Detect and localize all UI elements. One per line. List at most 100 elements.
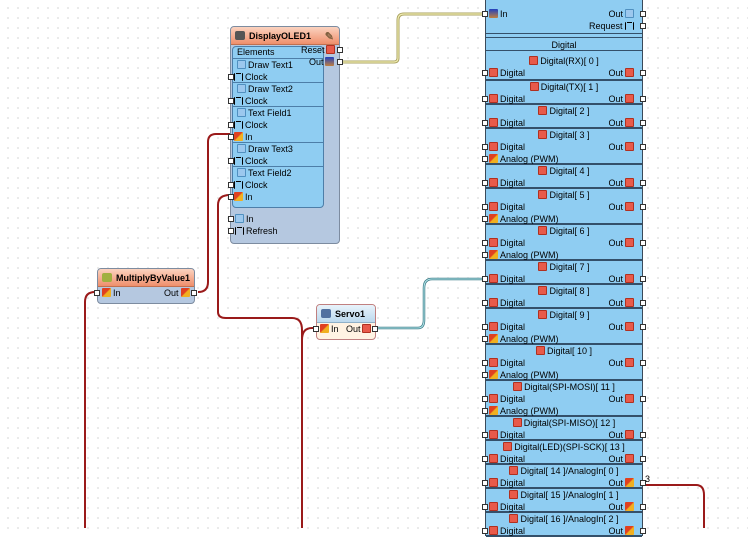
multiply-out-pin[interactable] [191,290,197,296]
wire-oled-i2c[interactable] [343,12,486,64]
refresh-pin[interactable] [228,228,234,234]
channel-out-pin[interactable] [640,240,646,246]
multiply-title-bar[interactable]: MultiplyByValue1 [98,269,194,287]
i2c-out-pin[interactable] [640,11,646,17]
channel-out-pin[interactable] [640,70,646,76]
channel-digital-in-pin[interactable] [482,504,488,510]
channel-analog-in-pin[interactable] [482,252,488,258]
channel-out-pin[interactable] [640,360,646,366]
channel-digital-in-pin[interactable] [482,456,488,462]
channel-out-pin[interactable] [640,456,646,462]
channel-analog-in-pin[interactable] [482,408,488,414]
servo-component[interactable]: Servo1 In Out [313,304,378,340]
channel-out-pin[interactable] [640,504,646,510]
wire-textfield2-servo[interactable] [217,194,303,528]
channel-digital-in-pin[interactable] [482,480,488,486]
channel-digital-in-pin[interactable] [482,300,488,306]
channel-out-label: Out [608,393,636,405]
element-clock-pin[interactable] [228,98,234,104]
channel-analog-in-pin[interactable] [482,336,488,342]
wire-servo-digital7[interactable] [378,277,486,330]
multiply-by-value-component[interactable]: MultiplyByValue1 In Out [94,268,197,304]
element-in-pin[interactable] [228,134,234,140]
channel-digital-in-pin[interactable] [482,396,488,402]
analog-icon [102,288,111,297]
channel-digital-in-pin[interactable] [482,432,488,438]
i2c-in-pin[interactable] [482,11,488,17]
channel-digital-in-pin[interactable] [482,70,488,76]
channel-digital-in-pin[interactable] [482,528,488,534]
channel-digital-in-pin[interactable] [482,144,488,150]
channel-out-pin[interactable] [640,432,646,438]
servo-title-bar[interactable]: Servo1 [317,305,375,323]
channel-out-pin[interactable] [640,396,646,402]
channel-digital-in-pin[interactable] [482,276,488,282]
channel-out-pin[interactable] [640,480,646,486]
element-clock-pin[interactable] [228,122,234,128]
channel-analog-in-pin[interactable] [482,216,488,222]
channel-out-pin[interactable] [640,276,646,282]
wire-servo-in[interactable] [301,327,316,341]
element-clock-pin[interactable] [228,158,234,164]
channel-out-pin[interactable] [640,528,646,534]
channel-out-pin[interactable] [640,324,646,330]
element-clock-pin[interactable] [228,182,234,188]
channel-analog-in-pin[interactable] [482,156,488,162]
channel-digital-in-pin[interactable] [482,204,488,210]
channel-digital-in-pin[interactable] [482,360,488,366]
wire-multiply-to-textfield1[interactable] [197,133,230,293]
channel-digital-in-pin[interactable] [482,240,488,246]
element-clock-pin[interactable] [228,74,234,80]
element-in-pin[interactable] [228,194,234,200]
channel-analog-in-pin[interactable] [482,372,488,378]
out-icon [625,322,634,331]
servo-out-pin[interactable] [372,326,378,332]
channel-digital-in-pin[interactable] [482,180,488,186]
channel-digital-in-pin[interactable] [482,120,488,126]
channel-out-pin[interactable] [640,180,646,186]
channel-out-pin[interactable] [640,96,646,102]
channel-out-pin[interactable] [640,120,646,126]
channel-digital-in-pin[interactable] [482,96,488,102]
oled-out-pin[interactable] [337,59,343,65]
channel-out-pin[interactable] [640,144,646,150]
arduino-board-component[interactable]: In Out Request Digital Digital(RX)[ 0 ]D… [482,0,646,537]
request-pin[interactable] [640,23,646,29]
wire-multiply-in[interactable] [84,291,96,528]
channel-row-label: Digital [489,357,525,369]
oled-in-pin[interactable] [228,216,234,222]
display-oled-title-bar[interactable]: DisplayOLED1✎ [231,27,339,45]
servo-in-pin[interactable] [313,326,319,332]
reset-pin[interactable] [337,47,343,53]
channel-out-pin[interactable] [640,300,646,306]
multiply-in-pin[interactable] [94,290,100,296]
channel-digital-in-pin[interactable] [482,324,488,330]
channel-out-pin[interactable] [640,204,646,210]
wire-digital14-out[interactable] [646,484,705,528]
pin-icon [529,56,539,65]
